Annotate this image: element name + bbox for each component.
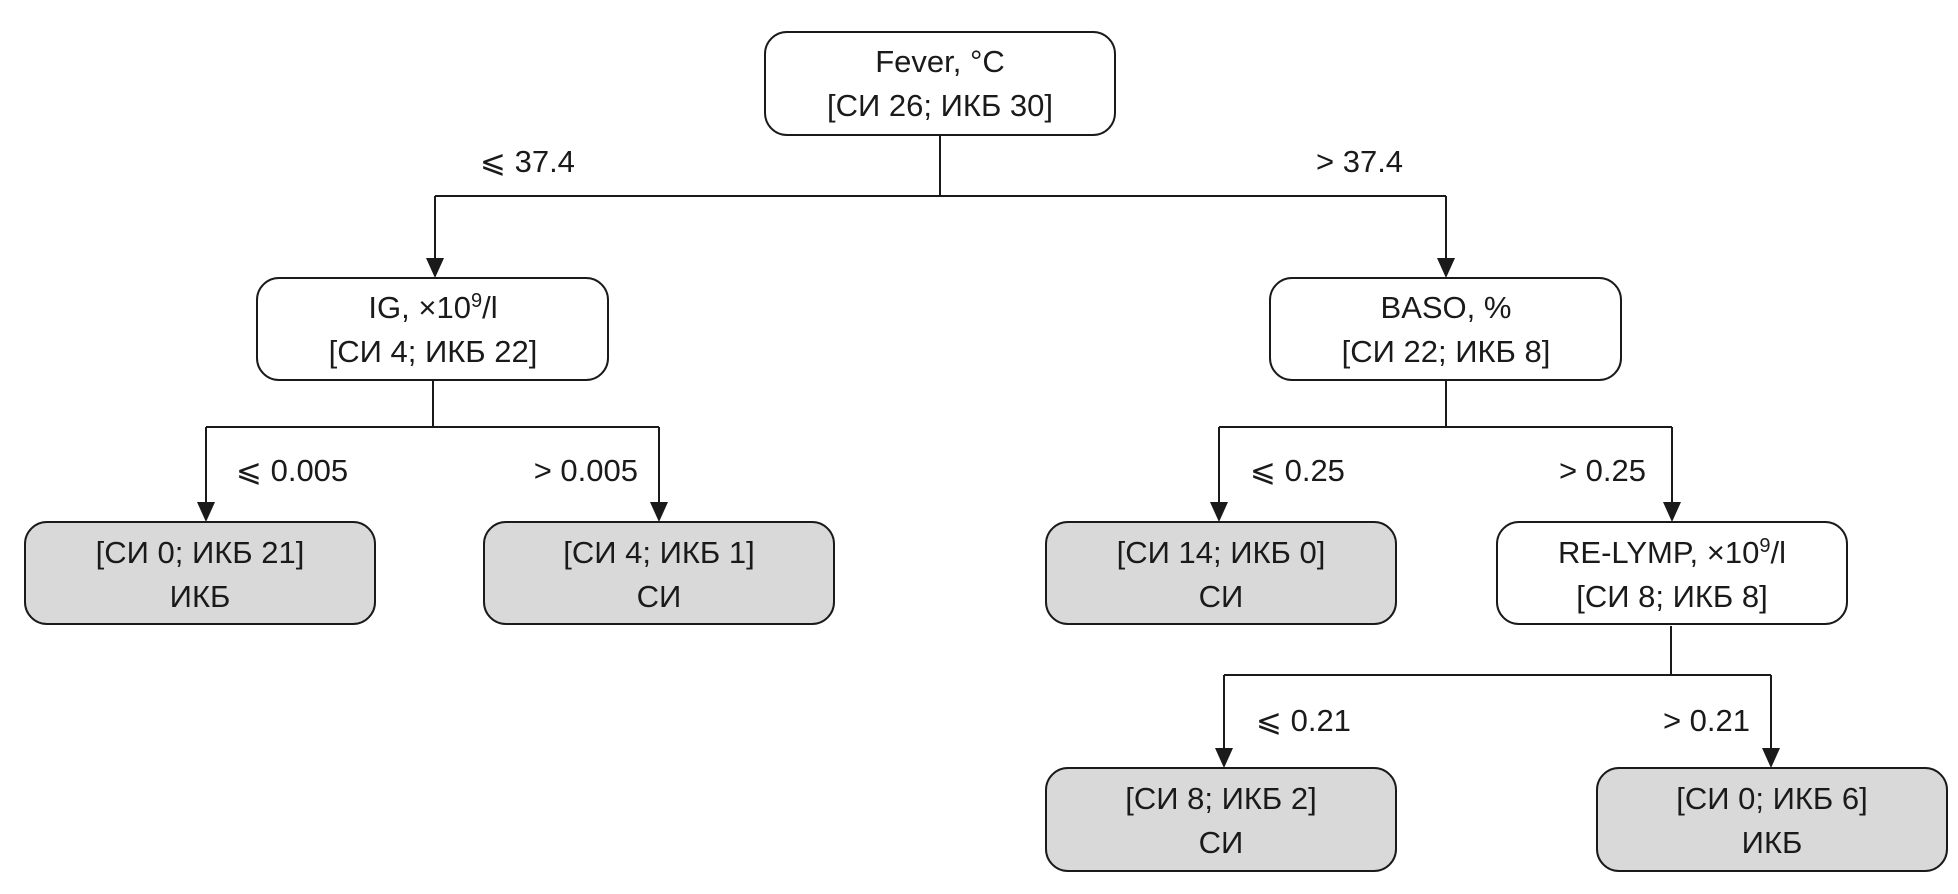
- connector-baso: [1218, 381, 1673, 506]
- node-baso: BASO, % [СИ 22; ИКБ 8]: [1269, 277, 1622, 381]
- node-fever-counts: [СИ 26; ИКБ 30]: [827, 88, 1053, 123]
- node-ig: IG, ×109/l [СИ 4; ИКБ 22]: [256, 277, 609, 381]
- leaf-relymp-right-class: ИКБ: [1742, 825, 1803, 860]
- arrowhead-relymp-left: [1215, 748, 1233, 768]
- leaf-relymp-right: [СИ 0; ИКБ 6] ИКБ: [1596, 767, 1948, 872]
- arrowhead-ig-left: [197, 502, 215, 522]
- leaf-ig-right: [СИ 4; ИКБ 1] СИ: [483, 521, 835, 625]
- leaf-ig-right-counts: [СИ 4; ИКБ 1]: [563, 535, 755, 570]
- edge-label-relymp-right: > 0.21: [1663, 703, 1750, 738]
- edge-labels: ⩽ 37.4 > 37.4 ⩽ 0.005 > 0.005 ⩽ 0.25 > 0…: [236, 144, 1750, 738]
- leaf-baso-left: [СИ 14; ИКБ 0] СИ: [1045, 521, 1397, 625]
- leaf-relymp-left: [СИ 8; ИКБ 2] СИ: [1045, 767, 1397, 872]
- arrowhead-baso-left: [1210, 502, 1228, 522]
- leaf-ig-left: [СИ 0; ИКБ 21] ИКБ: [24, 521, 376, 625]
- edge-label-root-left: ⩽ 37.4: [480, 144, 575, 179]
- connectors: [197, 136, 1780, 768]
- leaf-ig-right-class: СИ: [637, 579, 682, 614]
- leaf-relymp-left-counts: [СИ 8; ИКБ 2]: [1125, 781, 1317, 816]
- connector-ig: [205, 381, 660, 506]
- edge-label-baso-left: ⩽ 0.25: [1250, 453, 1345, 488]
- connector-root: [434, 136, 1447, 262]
- node-fever: Fever, °C [СИ 26; ИКБ 30]: [764, 31, 1116, 136]
- edge-label-root-right: > 37.4: [1316, 144, 1403, 179]
- node-baso-title: BASO, %: [1381, 290, 1512, 325]
- arrowhead-ig: [426, 258, 444, 278]
- node-relymp-title-sup: 9: [1759, 535, 1770, 557]
- node-fever-title: Fever, °C: [875, 44, 1005, 79]
- node-ig-counts: [СИ 4; ИКБ 22]: [329, 334, 538, 369]
- node-ig-title: IG, ×109/l: [368, 290, 497, 325]
- node-relymp-title: RE-LYMP, ×109/l: [1558, 535, 1786, 570]
- node-ig-title-sup: 9: [471, 290, 482, 312]
- arrowhead-baso: [1437, 258, 1455, 278]
- connector-relymp: [1223, 626, 1772, 752]
- edge-label-relymp-left: ⩽ 0.21: [1256, 703, 1351, 738]
- arrowhead-baso-right: [1663, 502, 1681, 522]
- leaf-baso-left-counts: [СИ 14; ИКБ 0]: [1117, 535, 1326, 570]
- node-relymp-title-tail: /l: [1770, 535, 1786, 570]
- edge-label-baso-right: > 0.25: [1559, 453, 1646, 488]
- edge-label-ig-left: ⩽ 0.005: [236, 453, 348, 488]
- node-relymp-counts: [СИ 8; ИКБ 8]: [1576, 579, 1768, 614]
- node-relymp: RE-LYMP, ×109/l [СИ 8; ИКБ 8]: [1496, 521, 1848, 625]
- node-ig-title-tail: /l: [482, 290, 498, 325]
- leaf-relymp-left-class: СИ: [1199, 825, 1244, 860]
- leaf-relymp-right-counts: [СИ 0; ИКБ 6]: [1676, 781, 1868, 816]
- node-baso-counts: [СИ 22; ИКБ 8]: [1342, 334, 1551, 369]
- leaf-baso-left-class: СИ: [1199, 579, 1244, 614]
- leaf-ig-left-class: ИКБ: [170, 579, 231, 614]
- leaf-ig-left-counts: [СИ 0; ИКБ 21]: [96, 535, 305, 570]
- arrowhead-relymp-right: [1762, 748, 1780, 768]
- arrowhead-ig-right: [650, 502, 668, 522]
- edge-label-ig-right: > 0.005: [534, 453, 638, 488]
